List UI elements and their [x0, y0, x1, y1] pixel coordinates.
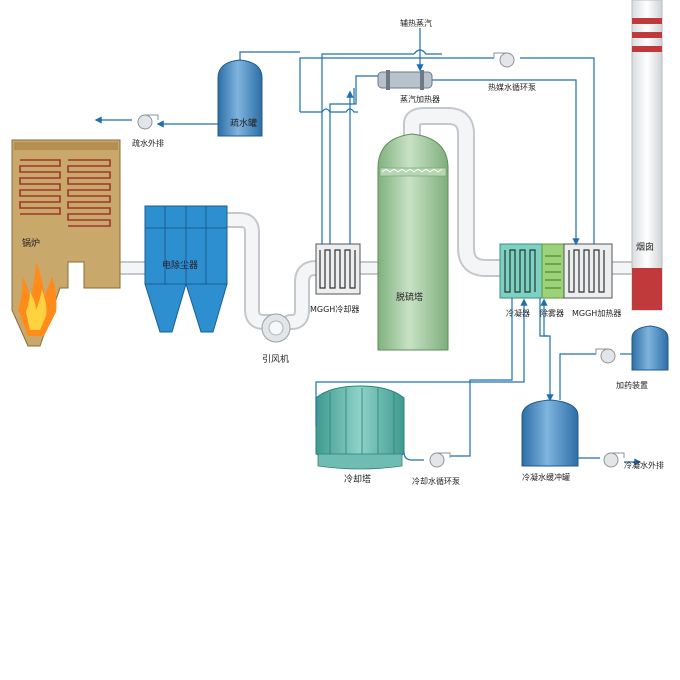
boiler-label: 锅炉 [22, 237, 40, 249]
dosing-pump [595, 348, 616, 364]
drain-discharge-label: 疏水外排 [132, 138, 164, 148]
buffer-tank-label: 冷凝水缓冲罐 [522, 472, 570, 482]
cooling-pump-label: 冷却水循环泵 [412, 476, 460, 486]
id-fan: 引风机 [261, 313, 291, 365]
cooling-tower: 冷却塔 [315, 385, 405, 485]
heat-pump-label: 热媒水循环泵 [488, 82, 536, 92]
mggh-heater: MGGH加热器 [563, 243, 621, 318]
id-fan-label: 引风机 [262, 353, 289, 365]
condensate-discharge-label: 冷凝水外排 [624, 460, 664, 470]
steam-heater: 蒸汽加热器 [377, 70, 440, 104]
chimney-label: 烟囱 [636, 241, 654, 253]
drain-tank: 疏水罐 [217, 59, 263, 137]
condensate-pump: 冷凝水外排 [603, 452, 664, 470]
mggh-heater-label: MGGH加热器 [572, 308, 621, 318]
flue-gas-pipes [113, 107, 641, 330]
dosing-device-label: 加药装置 [616, 380, 648, 390]
boiler-coil-2 [67, 159, 111, 227]
desulfurization-tower: 脱硫塔 [377, 133, 449, 351]
chimney: 烟囱 [631, 0, 663, 311]
demister-label: 除雾器 [540, 308, 564, 318]
boiler: 锅炉 [11, 139, 121, 347]
mggh-cooler-label: MGGH冷却器 [310, 304, 359, 314]
dosing-device: 加药装置 [616, 325, 669, 390]
condenser-label: 冷凝器 [506, 308, 530, 318]
esp-label: 电除尘器 [162, 259, 198, 271]
heat-medium-pump: 热媒水循环泵 [488, 52, 536, 92]
boiler-coil [19, 159, 61, 215]
tower-label: 脱硫塔 [396, 291, 423, 303]
drain-pump: 疏水外排 [132, 114, 164, 148]
cooling-tower-label: 冷却塔 [344, 473, 371, 485]
electrostatic-precipitator: 电除尘器 [144, 205, 228, 333]
mggh-cooler: MGGH冷却器 [310, 243, 361, 314]
drain-tank-label: 疏水罐 [230, 117, 257, 129]
condenser: 冷凝器 [499, 243, 543, 318]
steam-heater-label: 蒸汽加热器 [400, 94, 440, 104]
aux-steam-label: 辅热蒸汽 [400, 18, 432, 28]
water-lines [94, 28, 642, 466]
cooling-pump: 冷却水循环泵 [412, 452, 460, 486]
condensate-buffer-tank: 冷凝水缓冲罐 [521, 399, 579, 482]
